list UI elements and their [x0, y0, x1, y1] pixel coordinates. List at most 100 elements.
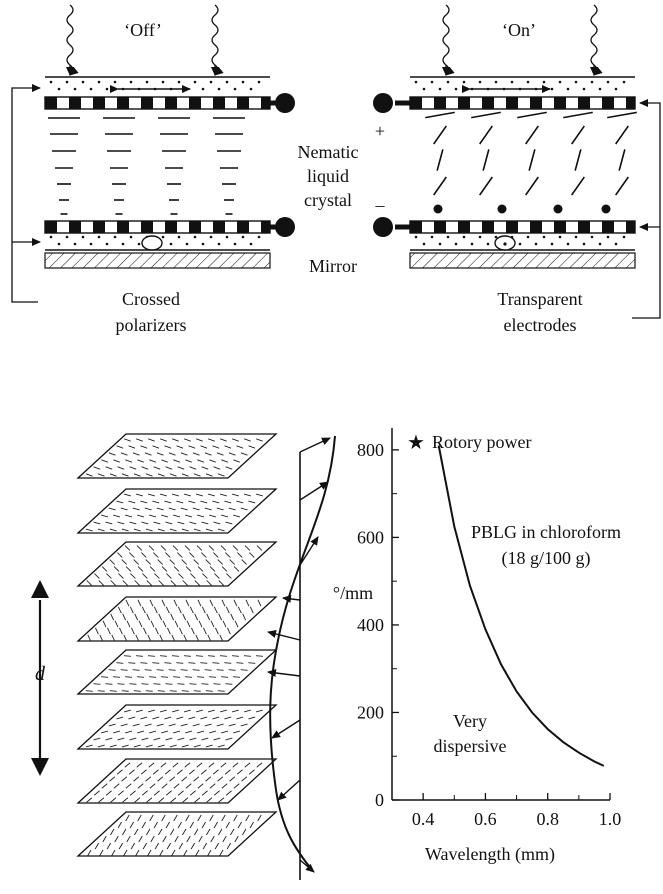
layer-dash: [204, 452, 212, 456]
layer-dash: [184, 545, 191, 551]
curve-label-line2: (18 g/100 g): [502, 548, 591, 569]
layer-dash: [165, 821, 170, 829]
layer-dash: [226, 573, 232, 579]
layer-dash: [165, 737, 173, 741]
layer-dash: [171, 849, 176, 857]
off-bottom-polarizer-dots-dot: [225, 235, 229, 239]
off-bottom-electrode-segment: [213, 221, 225, 233]
layer-dash: [202, 573, 208, 579]
x-tick-label: 1.0: [599, 809, 622, 829]
on-top-polarizer-dots-dot: [622, 80, 626, 84]
layer-dash: [114, 835, 119, 843]
layer-dash: [156, 507, 164, 511]
layer-dash: [185, 459, 192, 463]
layer-dash: [129, 552, 135, 558]
layer-dash: [146, 828, 151, 836]
on-top-polarizer-dots-dot: [422, 87, 426, 91]
layer-dash: [137, 514, 145, 518]
on-lc-molecule: [436, 149, 444, 171]
layer-dash: [168, 723, 176, 727]
on-light-wave-left: [442, 4, 455, 76]
layer-dash: [129, 521, 137, 525]
layer-dash: [228, 452, 236, 456]
layer-dash: [161, 459, 168, 463]
layer-dash: [101, 783, 108, 789]
layer-dash: [165, 606, 170, 614]
layer-dash: [136, 762, 143, 768]
on-bottom-polarizer-dots-dot: [542, 235, 546, 239]
layer-dash: [113, 514, 121, 518]
layer-dash: [237, 606, 242, 614]
off-top-electrode-segment: [141, 97, 153, 109]
layer-dash: [129, 737, 137, 741]
on-bottom-electrode-segment: [506, 221, 518, 233]
layer-dash: [198, 620, 203, 628]
layer-dash: [209, 730, 217, 734]
layer-dash: [110, 828, 115, 836]
layer-dash: [170, 797, 177, 803]
y-tick-label: 200: [357, 702, 384, 722]
layer-dash: [188, 500, 196, 504]
layer-dash: [197, 514, 205, 518]
layer-dash: [207, 655, 215, 657]
layer-dash: [145, 690, 153, 692]
layer-dash: [217, 528, 225, 532]
layer-dash: [212, 716, 220, 720]
on-bottom-polarizer-dots: [414, 235, 626, 246]
layer-dash: [221, 459, 228, 463]
off-top-electrode-segment: [261, 97, 270, 109]
layer-dash: [209, 783, 216, 789]
layer-dash: [170, 828, 175, 836]
layer-dash: [137, 730, 145, 734]
layer-dash: [97, 528, 105, 532]
off-top-electrode-segment: [165, 97, 177, 109]
layer-dash: [144, 669, 152, 671]
on-bottom-polarizer-dots-dot: [494, 235, 498, 239]
layer-dash: [131, 627, 135, 635]
layer-dash: [232, 545, 239, 551]
helix-field-arrow: [271, 719, 301, 739]
off-bottom-polarizer-dots-dot: [57, 242, 61, 246]
layer-dash: [233, 599, 238, 607]
layer-dash: [157, 528, 165, 532]
layer-dash: [225, 790, 232, 796]
layer-dash: [209, 676, 217, 678]
layer-dash: [197, 676, 205, 678]
off-top-polarizer-dots-dot: [129, 80, 133, 84]
layer-dash: [240, 452, 248, 456]
on-top-polarizer-dots-dot: [606, 80, 610, 84]
layer-dash: [256, 438, 263, 442]
layer-dash: [135, 634, 140, 642]
layer-dash: [121, 473, 129, 477]
layer-dash: [147, 634, 152, 642]
on-lc-molecule: [479, 125, 493, 145]
helix-field-arrow: [299, 481, 329, 501]
d-arrow-down: [31, 758, 49, 776]
layer-dash: [159, 493, 167, 497]
rotory-power-curve: [437, 445, 605, 767]
layer-dash: [242, 613, 247, 621]
off-bottom-polarizer-dots-dot: [241, 235, 245, 239]
layer-plate: [76, 649, 278, 695]
layer-dash: [243, 655, 251, 657]
on-top-polarizer-dots-dot: [510, 80, 514, 84]
layer-dash: [153, 821, 158, 829]
layer-dash: [141, 606, 146, 614]
layer-dash: [193, 528, 201, 532]
layer-dash: [146, 580, 153, 586]
helix-field-arrow: [267, 669, 301, 677]
off-bottom-electrode-segment: [141, 221, 153, 233]
off-bottom-polarizer-dots-dot: [137, 242, 141, 246]
off-top-polarizer-dots-dot: [105, 87, 109, 91]
layer-dash: [94, 842, 100, 850]
layer-dash: [123, 493, 131, 497]
layer-dash: [164, 662, 172, 664]
layer-dash: [109, 473, 117, 477]
layer-dash: [182, 797, 189, 803]
layer-dash: [249, 552, 255, 558]
layer-dash: [134, 828, 139, 836]
on-lc-molecule: [571, 176, 585, 196]
layer-dash: [185, 783, 192, 789]
layer-dash: [201, 466, 209, 470]
layer-dash: [216, 507, 224, 511]
